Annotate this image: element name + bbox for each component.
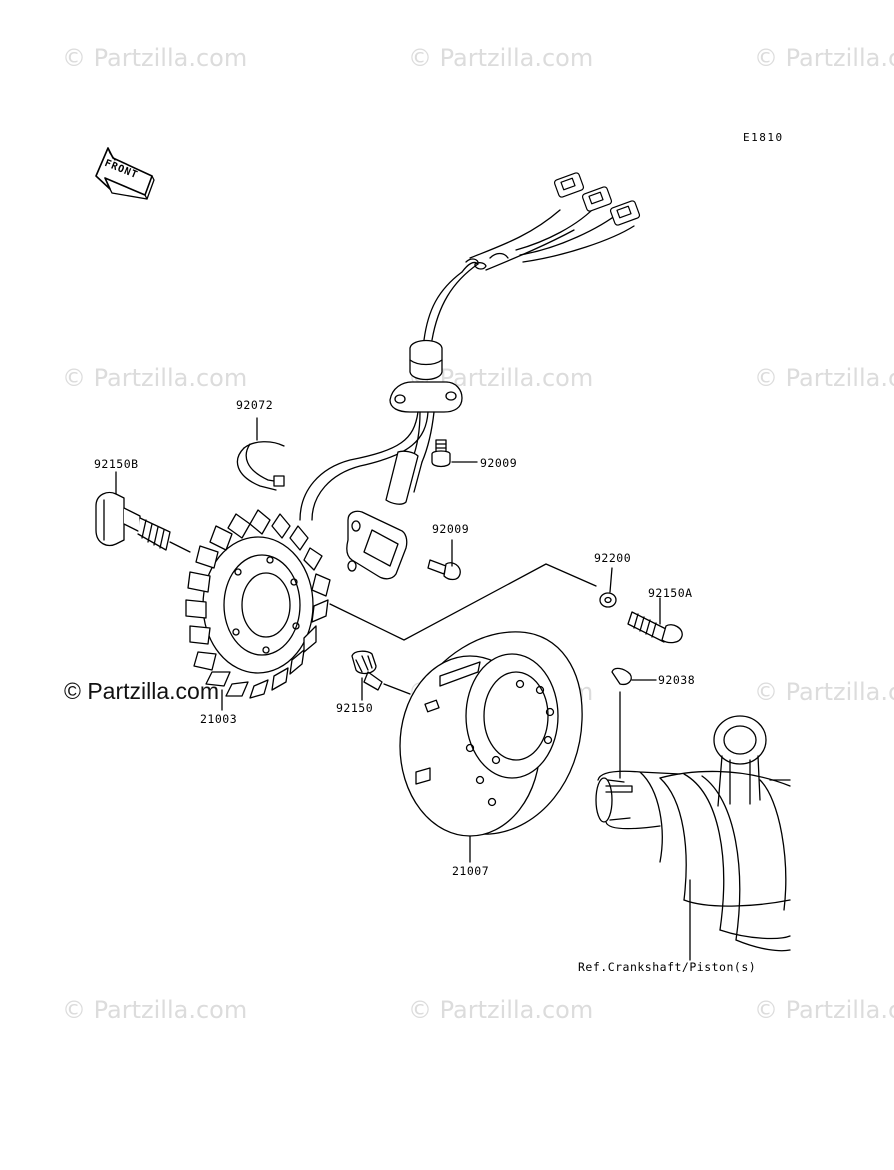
bolt-92009-lower <box>427 539 461 581</box>
watermark: © Partzilla.com <box>754 44 894 72</box>
watermark-prominent: © Partzilla.com <box>64 678 219 704</box>
part-label-92150a[interactable]: 92150A <box>648 586 693 600</box>
washer-92200 <box>599 567 617 608</box>
band-92072 <box>236 417 285 491</box>
part-label-92009-upper[interactable]: 92009 <box>480 456 518 470</box>
stator-21003 <box>185 509 331 711</box>
watermark: © Partzilla.com <box>62 364 248 392</box>
watermark: © Partzilla.com <box>754 678 894 706</box>
front-arrow-icon <box>95 147 155 200</box>
bolt-92150 <box>351 650 411 701</box>
watermark: © Partzilla.com <box>408 44 594 72</box>
key-92038 <box>611 667 657 779</box>
part-label-92009-lower[interactable]: 92009 <box>432 522 470 536</box>
part-label-92150b[interactable]: 92150B <box>94 457 139 471</box>
rotor-21007 <box>399 631 583 863</box>
bolt-92150a <box>627 597 683 644</box>
wire-harness <box>299 172 641 521</box>
watermark: © Partzilla.com <box>408 996 594 1024</box>
part-label-92200[interactable]: 92200 <box>594 551 632 565</box>
watermark: © Partzilla.com <box>62 996 248 1024</box>
part-label-92038[interactable]: 92038 <box>658 673 696 687</box>
pickup-coil <box>346 510 408 580</box>
diagram-code: E1810 <box>743 131 784 144</box>
part-label-21003[interactable]: 21003 <box>200 712 238 726</box>
bolt-92009-upper <box>431 439 451 468</box>
bolt-92150b <box>95 471 191 553</box>
watermark: © Partzilla.com <box>754 996 894 1024</box>
crankshaft-reference <box>595 715 791 961</box>
part-label-92150[interactable]: 92150 <box>336 701 374 715</box>
watermark: © Partzilla.com <box>62 44 248 72</box>
part-label-92072[interactable]: 92072 <box>236 398 274 412</box>
part-label-21007[interactable]: 21007 <box>452 864 490 878</box>
reference-label-crankshaft[interactable]: Ref.Crankshaft/Piston(s) <box>578 960 757 974</box>
watermark: © Partzilla.com <box>754 364 894 392</box>
